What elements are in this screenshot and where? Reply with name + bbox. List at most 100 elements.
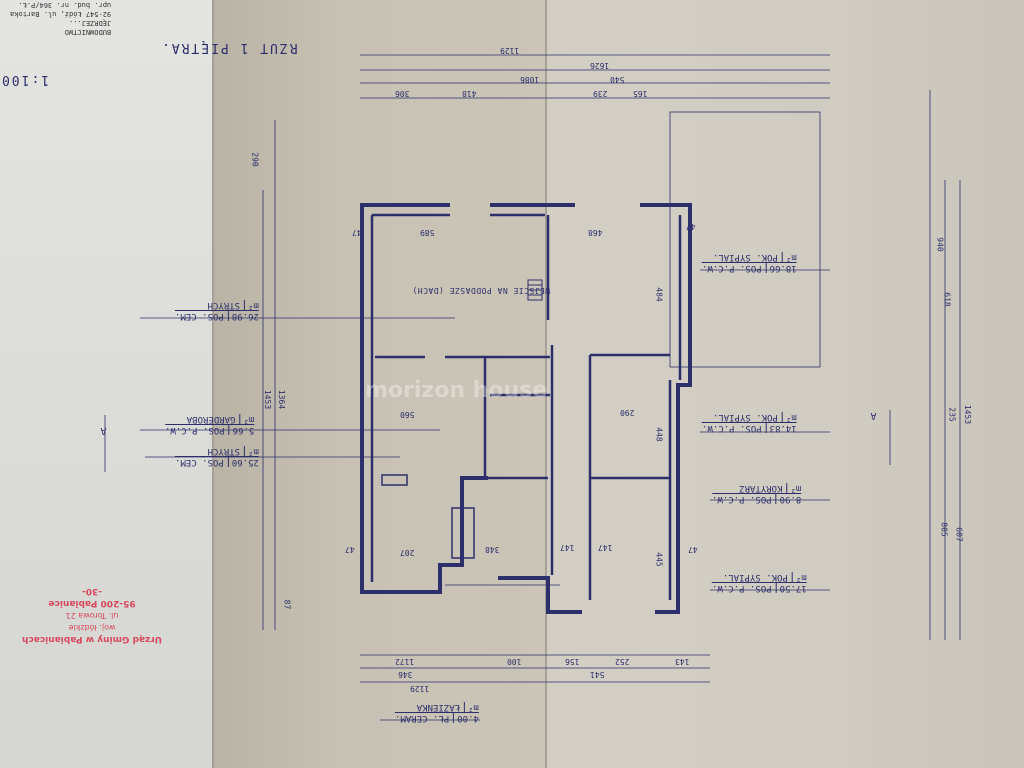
dimension: 940 xyxy=(935,237,945,252)
dimension: 468 xyxy=(588,228,603,237)
room-area: 18.66 xyxy=(765,263,797,273)
paper-fold xyxy=(545,0,547,768)
room-unit: m² xyxy=(786,483,802,493)
room-unit: m² xyxy=(244,300,259,310)
room-floor: POS. P.C.W. xyxy=(712,583,772,593)
room-area: 14.83 xyxy=(765,423,797,433)
room-name: POK. SYPIAL. xyxy=(712,412,778,422)
dimension: 235 xyxy=(947,407,957,422)
room-area: 8.90 xyxy=(775,494,802,504)
dimension: 346 xyxy=(398,670,413,679)
dimension: 618 xyxy=(942,292,952,307)
dimension: 100 xyxy=(507,657,522,666)
dimension: 207 xyxy=(400,548,415,557)
dimension: 1129 xyxy=(410,684,430,693)
fixtures xyxy=(381,474,475,559)
dimension: 290 xyxy=(620,408,635,417)
dimension: 47 xyxy=(345,545,355,554)
designer-stamp-line: JĘDRZEJ... xyxy=(69,19,112,27)
designer-stamp-line: BUDOWNICTWO xyxy=(64,28,112,36)
dimension: 589 xyxy=(420,228,435,237)
dimension: 541 xyxy=(590,670,605,679)
room-area: 26.98 xyxy=(227,311,259,321)
dimension: 1453 xyxy=(963,404,973,425)
dimension: 1626 xyxy=(590,61,610,70)
section-mark: A xyxy=(100,425,107,436)
paper-right-panel xyxy=(546,0,1024,768)
stamp-line: Urząd Gminy w Pabianicach xyxy=(22,634,163,644)
room-name: ŁAZIENKA xyxy=(416,702,461,712)
room-floor: PŁ. CERAM. xyxy=(395,713,450,723)
stair-note: WEJŚCIE NA PODDASZE (DACH) xyxy=(412,286,551,295)
dimension: 607 xyxy=(954,527,964,542)
dimension: 147 xyxy=(560,543,575,552)
room-name: KORYTARZ xyxy=(739,483,783,493)
stamp-line: 95-200 Pabianice xyxy=(48,598,136,608)
room-unit: m² xyxy=(781,412,797,422)
stamp-line: woj. łódzkie xyxy=(68,623,116,632)
dimension-lines xyxy=(104,54,961,721)
watermark: morizon house xyxy=(365,378,548,403)
room-floor: POS. P.C.W. xyxy=(702,423,762,433)
paper-middle-panel xyxy=(213,0,546,768)
paper-fold xyxy=(212,0,214,768)
dimension: 290 xyxy=(250,152,260,167)
section-mark: A xyxy=(870,410,877,421)
dimension: 1364 xyxy=(277,389,287,410)
designer-stamp: BUDOWNICTWO JĘDRZEJ... 92-547 Łódź, ul. … xyxy=(10,0,111,36)
room-floor: POS. CEM. xyxy=(175,457,224,467)
drawing-title: RZUT 1 PIĘTRA. xyxy=(160,40,298,55)
designer-stamp-line: 92-547 Łódź, ul. Bartoka xyxy=(10,10,112,18)
room-unit: m² xyxy=(239,414,255,424)
dimension: 448 xyxy=(654,427,664,442)
room-area: 25.60 xyxy=(227,457,259,467)
dimension: 165 xyxy=(633,89,648,98)
dimension: 1086 xyxy=(520,75,540,84)
room-name: POK. SYPIAL. xyxy=(712,252,778,262)
dimension: 484 xyxy=(654,287,664,302)
stamp-line: -30- xyxy=(82,586,103,596)
office-stamp: Urząd Gminy w Pabianicach woj. łódzkie u… xyxy=(22,585,162,645)
dimension: 540 xyxy=(610,75,625,84)
outer-walls xyxy=(360,203,692,614)
dimension: 1172 xyxy=(395,657,415,666)
room-name: STRYCH xyxy=(207,300,241,310)
dimension: 47 xyxy=(688,545,698,554)
dimension: 47 xyxy=(352,228,362,237)
dimension: 147 xyxy=(598,543,613,552)
dimension: 1129 xyxy=(500,46,520,55)
paper-left-panel xyxy=(0,0,213,768)
dimension: 252 xyxy=(615,657,630,666)
dimension: 239 xyxy=(593,89,608,98)
room-unit: m² xyxy=(791,572,807,582)
room-name: STRYCH xyxy=(207,446,241,456)
dimension: 445 xyxy=(654,552,664,567)
room-name: POK. SYPIAL. xyxy=(722,572,788,582)
inner-walls xyxy=(370,213,682,600)
room-floor: POS. P.C.W. xyxy=(165,425,225,435)
stairs xyxy=(527,279,543,301)
dimension: 143 xyxy=(675,657,690,666)
room-unit: m² xyxy=(244,446,259,456)
dimension: 156 xyxy=(565,657,580,666)
dimension: 418 xyxy=(462,89,477,98)
dimension: 47 xyxy=(686,222,696,231)
drawing-scale: 1:100 xyxy=(0,72,50,87)
room-area: 17.50 xyxy=(775,583,807,593)
room-unit: m² xyxy=(781,252,797,262)
dimension: 87 xyxy=(282,599,292,610)
room-floor: POS. P.C.W. xyxy=(702,263,762,273)
dimension: 805 xyxy=(939,522,949,537)
room-floor: POS. P.C.W. xyxy=(712,494,772,504)
dimension: 306 xyxy=(395,89,410,98)
room-area: 4.00 xyxy=(453,713,479,723)
room-area: 5.66 xyxy=(228,425,255,435)
